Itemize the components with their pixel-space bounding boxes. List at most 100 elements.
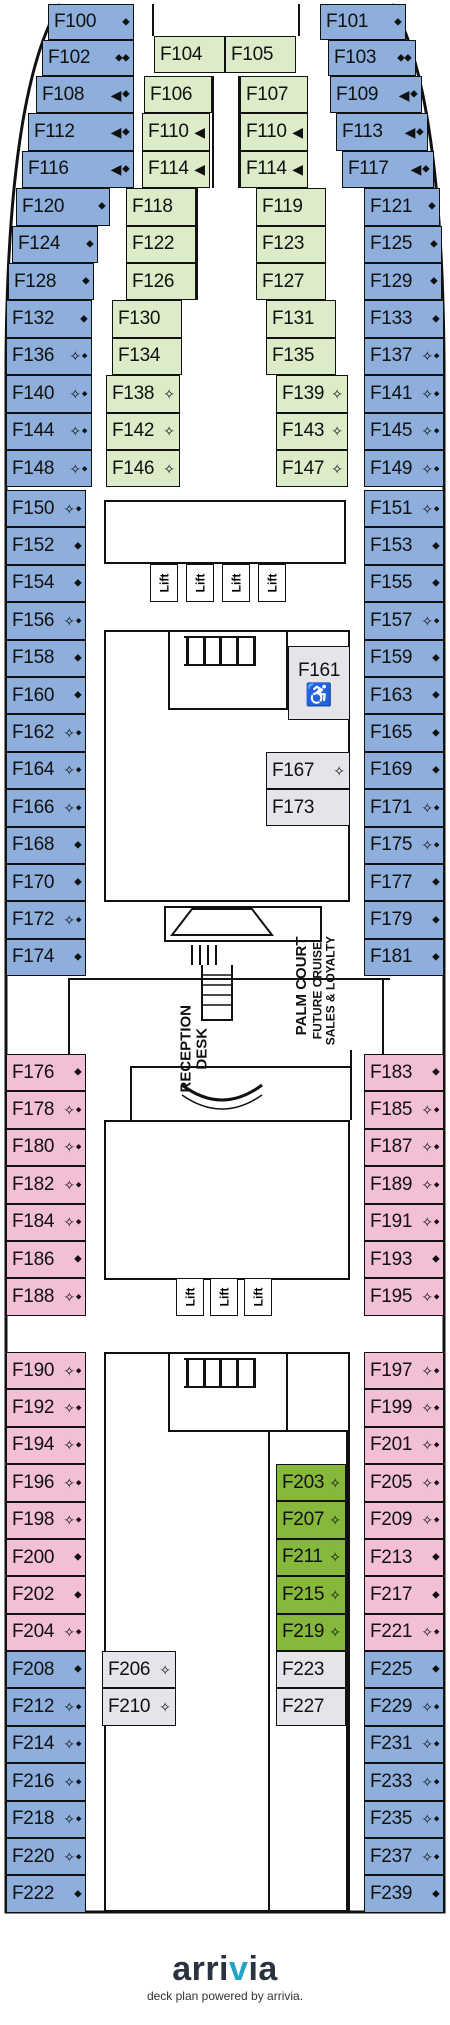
cabin-f192[interactable]: F192✧■: [6, 1389, 86, 1427]
cabin-f129[interactable]: F129■: [364, 263, 442, 301]
cabin-f130[interactable]: F130: [112, 300, 182, 338]
cabin-f134[interactable]: F134: [112, 337, 182, 376]
cabin-f133[interactable]: F133■: [364, 300, 444, 338]
cabin-f123[interactable]: F123: [256, 225, 326, 263]
cabin-f146[interactable]: F146✧: [106, 450, 180, 488]
cabin-f138[interactable]: F138✧: [106, 375, 180, 413]
cabin-f105[interactable]: F105: [225, 36, 296, 73]
cabin-f147[interactable]: F147✧: [276, 450, 348, 488]
cabin-f225[interactable]: F225■: [364, 1651, 444, 1689]
cabin-f122[interactable]: F122: [126, 225, 196, 263]
cabin-f227[interactable]: F227: [276, 1688, 346, 1726]
cabin-f182[interactable]: F182✧■: [6, 1166, 86, 1204]
cabin-f204[interactable]: F204✧■: [6, 1613, 86, 1652]
cabin-f184[interactable]: F184✧■: [6, 1203, 86, 1241]
cabin-f106[interactable]: F106: [144, 76, 212, 114]
cabin-f153[interactable]: F153■: [364, 527, 444, 565]
cabin-f140[interactable]: F140✧■: [6, 375, 92, 413]
cabin-f159[interactable]: F159■: [364, 639, 444, 677]
cabin-f186[interactable]: F186■: [6, 1241, 86, 1279]
cabin-f151[interactable]: F151✧■: [364, 490, 444, 528]
cabin-f125[interactable]: F125■: [364, 225, 442, 263]
cabin-f157[interactable]: F157✧■: [364, 602, 444, 640]
cabin-f163[interactable]: F163■: [364, 677, 444, 715]
cabin-f114[interactable]: F114◀: [240, 150, 308, 189]
cabin-f223[interactable]: F223: [276, 1651, 346, 1689]
cabin-f126[interactable]: F126: [126, 263, 196, 301]
cabin-f108[interactable]: F108◀■: [36, 76, 134, 114]
cabin-f191[interactable]: F191✧■: [364, 1203, 444, 1241]
cabin-f142[interactable]: F142✧: [106, 412, 180, 450]
cabin-f128[interactable]: F128■: [8, 263, 94, 301]
cabin-f211[interactable]: F211✧: [276, 1538, 346, 1577]
cabin-f161[interactable]: F161♿: [288, 646, 350, 720]
cabin-f110[interactable]: F110◀: [142, 113, 210, 151]
cabin-f102[interactable]: F102■■: [42, 40, 134, 76]
cabin-f217[interactable]: F217■: [364, 1576, 444, 1614]
cabin-f218[interactable]: F218✧■: [6, 1800, 86, 1838]
cabin-f177[interactable]: F177■: [364, 864, 444, 902]
cabin-f150[interactable]: F150✧■: [6, 490, 86, 528]
cabin-f231[interactable]: F231✧■: [364, 1725, 444, 1764]
cabin-f141[interactable]: F141✧■: [364, 375, 444, 413]
cabin-f187[interactable]: F187✧■: [364, 1128, 444, 1167]
cabin-f200[interactable]: F200■: [6, 1539, 86, 1577]
cabin-f100[interactable]: F100■: [48, 4, 134, 40]
cabin-f195[interactable]: F195✧■: [364, 1278, 444, 1316]
cabin-f215[interactable]: F215✧: [276, 1576, 346, 1614]
cabin-f101[interactable]: F101■: [320, 4, 406, 40]
cabin-f181[interactable]: F181■: [364, 938, 444, 977]
cabin-f170[interactable]: F170■: [6, 864, 86, 902]
cabin-f107[interactable]: F107: [240, 76, 308, 114]
cabin-f193[interactable]: F193■: [364, 1241, 444, 1279]
cabin-f114[interactable]: F114◀: [142, 150, 210, 189]
cabin-f237[interactable]: F237✧■: [364, 1838, 444, 1876]
cabin-f167[interactable]: F167✧: [266, 752, 350, 789]
cabin-f206[interactable]: F206✧: [102, 1651, 176, 1689]
cabin-f113[interactable]: F113◀■: [336, 113, 428, 151]
cabin-f172[interactable]: F172✧■: [6, 901, 86, 939]
cabin-f149[interactable]: F149✧■: [364, 450, 444, 488]
cabin-f220[interactable]: F220✧■: [6, 1838, 86, 1876]
cabin-f166[interactable]: F166✧■: [6, 789, 86, 827]
cabin-f154[interactable]: F154■: [6, 564, 86, 603]
cabin-f110[interactable]: F110◀: [240, 113, 308, 151]
cabin-f112[interactable]: F112◀■: [28, 113, 134, 151]
cabin-f222[interactable]: F222■: [6, 1875, 86, 1913]
cabin-f201[interactable]: F201✧■: [364, 1426, 444, 1465]
cabin-f205[interactable]: F205✧■: [364, 1464, 444, 1502]
cabin-f203[interactable]: F203✧: [276, 1464, 346, 1502]
cabin-f164[interactable]: F164✧■: [6, 751, 86, 790]
cabin-f212[interactable]: F212✧■: [6, 1688, 86, 1726]
cabin-f119[interactable]: F119: [256, 188, 326, 226]
cabin-f229[interactable]: F229✧■: [364, 1688, 444, 1726]
cabin-f148[interactable]: F148✧■: [6, 450, 92, 488]
cabin-f185[interactable]: F185✧■: [364, 1091, 444, 1129]
cabin-f180[interactable]: F180✧■: [6, 1128, 86, 1167]
cabin-f169[interactable]: F169■: [364, 751, 444, 790]
cabin-f219[interactable]: F219✧: [276, 1613, 346, 1651]
cabin-f197[interactable]: F197✧■: [364, 1352, 444, 1390]
cabin-f210[interactable]: F210✧: [102, 1688, 176, 1726]
cabin-f174[interactable]: F174■: [6, 938, 86, 977]
cabin-f120[interactable]: F120■: [16, 188, 110, 226]
cabin-f160[interactable]: F160■: [6, 677, 86, 715]
cabin-f168[interactable]: F168■: [6, 826, 86, 864]
cabin-f127[interactable]: F127: [256, 263, 326, 301]
cabin-f221[interactable]: F221✧■: [364, 1613, 444, 1652]
cabin-f124[interactable]: F124■: [12, 225, 98, 263]
cabin-f158[interactable]: F158■: [6, 639, 86, 677]
cabin-f178[interactable]: F178✧■: [6, 1091, 86, 1129]
cabin-f145[interactable]: F145✧■: [364, 412, 444, 450]
cabin-f175[interactable]: F175✧■: [364, 826, 444, 864]
cabin-f233[interactable]: F233✧■: [364, 1763, 444, 1801]
cabin-f139[interactable]: F139✧: [276, 375, 348, 413]
cabin-f121[interactable]: F121■: [364, 188, 440, 226]
cabin-f207[interactable]: F207✧: [276, 1501, 346, 1539]
cabin-f190[interactable]: F190✧■: [6, 1352, 86, 1390]
cabin-f144[interactable]: F144✧■: [6, 412, 92, 450]
cabin-f136[interactable]: F136✧■: [6, 337, 92, 376]
cabin-f132[interactable]: F132■: [6, 300, 92, 338]
cabin-f137[interactable]: F137✧■: [364, 337, 444, 376]
cabin-f202[interactable]: F202■: [6, 1576, 86, 1614]
